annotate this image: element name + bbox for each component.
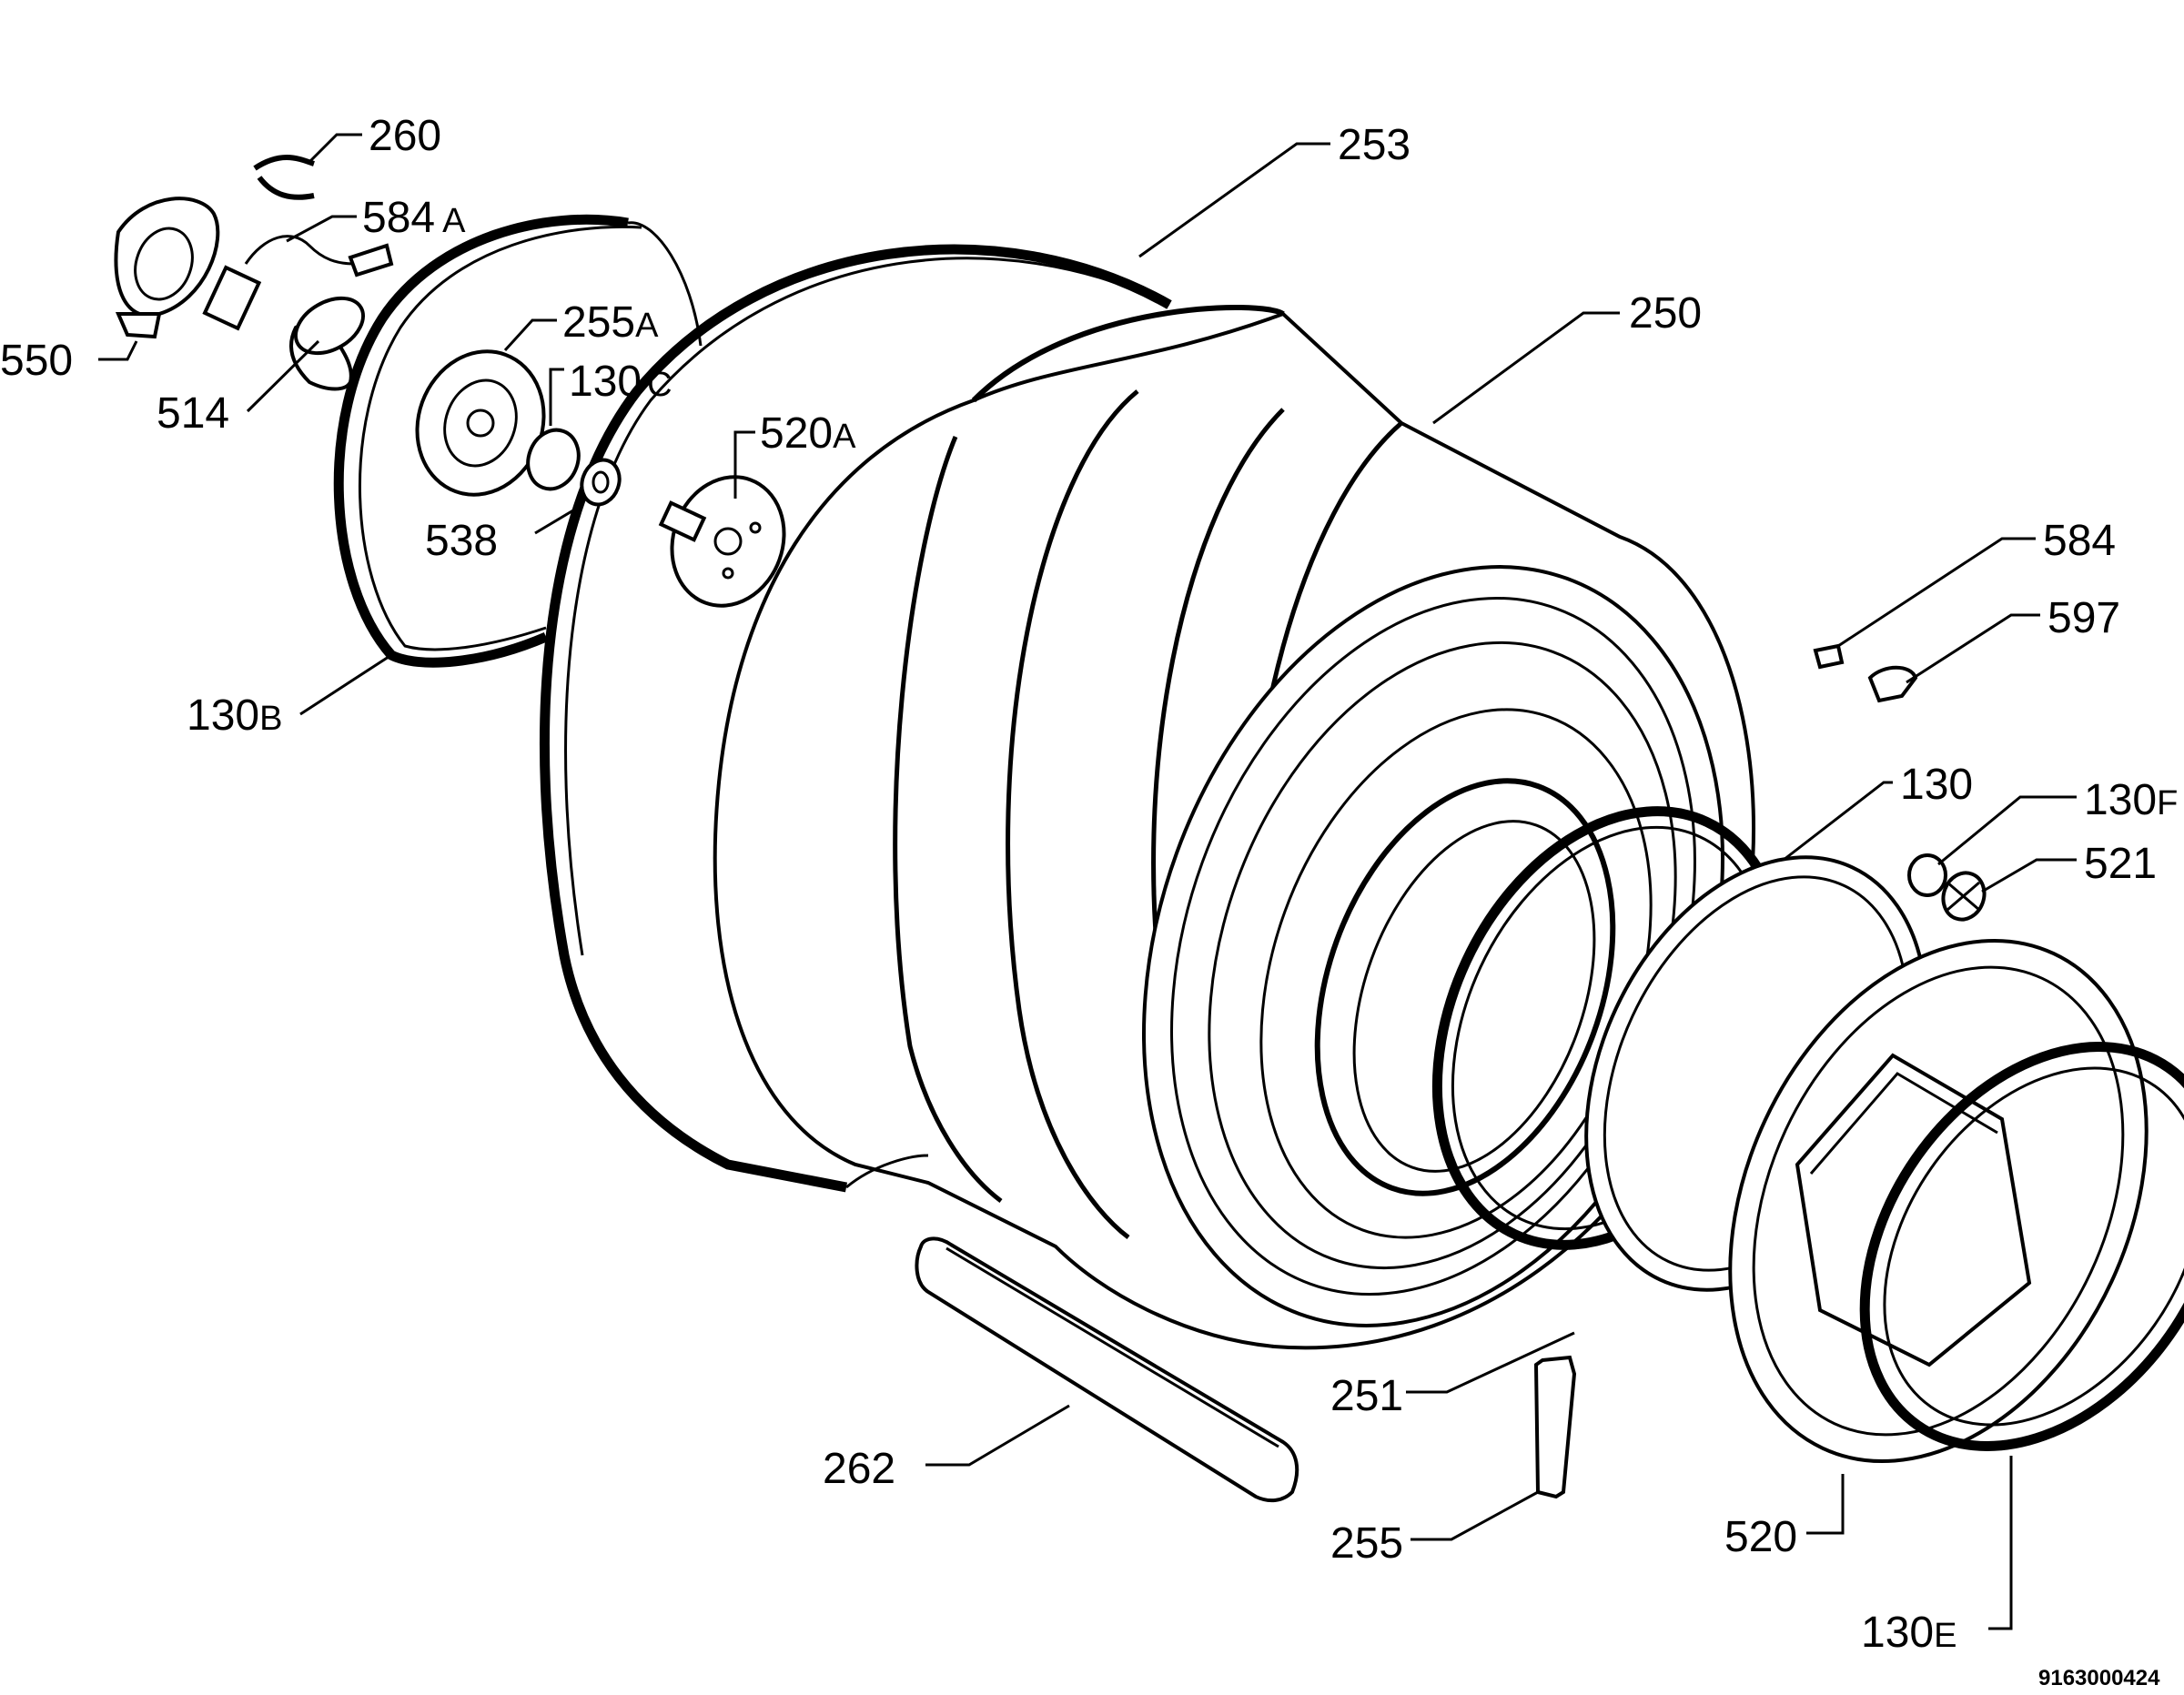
clip-255 — [1533, 1355, 1577, 1499]
front-small-parts — [1813, 643, 1987, 922]
o-ring-130c — [526, 428, 581, 491]
label-260: 260 — [369, 112, 441, 160]
leader-lines — [98, 133, 2077, 1630]
label-538: 538 — [425, 517, 498, 565]
label-520a: 520A — [760, 409, 856, 458]
label-250: 250 — [1629, 289, 1702, 338]
bearing-plate-255a — [415, 349, 546, 497]
label-255a: 255A — [562, 298, 659, 347]
front-seal-130e — [1859, 1042, 2184, 1451]
small-rear-parts — [114, 155, 622, 507]
label-514: 514 — [157, 389, 229, 438]
screw-584 — [1813, 643, 1845, 670]
label-253: 253 — [1338, 121, 1410, 169]
label-262: 262 — [823, 1445, 895, 1493]
label-584: 584 — [2043, 517, 2116, 565]
label-130e: 130E — [1861, 1609, 1956, 1657]
washer-538 — [580, 458, 622, 507]
o-ring-130f — [1907, 853, 1947, 897]
label-550: 550 — [0, 337, 73, 385]
washer-538-hole — [592, 470, 610, 494]
label-521: 521 — [2084, 840, 2157, 888]
label-597: 597 — [2048, 594, 2120, 642]
drawing-code: 9163000424 — [2038, 1666, 2160, 1690]
label-251: 251 — [1330, 1372, 1403, 1420]
wire-260b — [257, 176, 315, 200]
bracket-550 — [114, 197, 220, 318]
label-130b: 130B — [187, 691, 282, 740]
label-520: 520 — [1724, 1513, 1797, 1561]
front-flange-520 — [1728, 938, 2149, 1464]
shaft-flange-520a — [658, 475, 786, 608]
label-255: 255 — [1330, 1519, 1403, 1568]
clip-597 — [1867, 665, 1918, 703]
rear-casing-253 — [539, 244, 1172, 1193]
lifter-262 — [915, 1236, 1299, 1503]
wire-260 — [253, 155, 315, 171]
label-130: 130 — [1900, 761, 1973, 809]
label-130f: 130F — [2084, 776, 2178, 824]
sensor-584a — [202, 265, 262, 331]
rear-seal-130b — [333, 214, 703, 668]
